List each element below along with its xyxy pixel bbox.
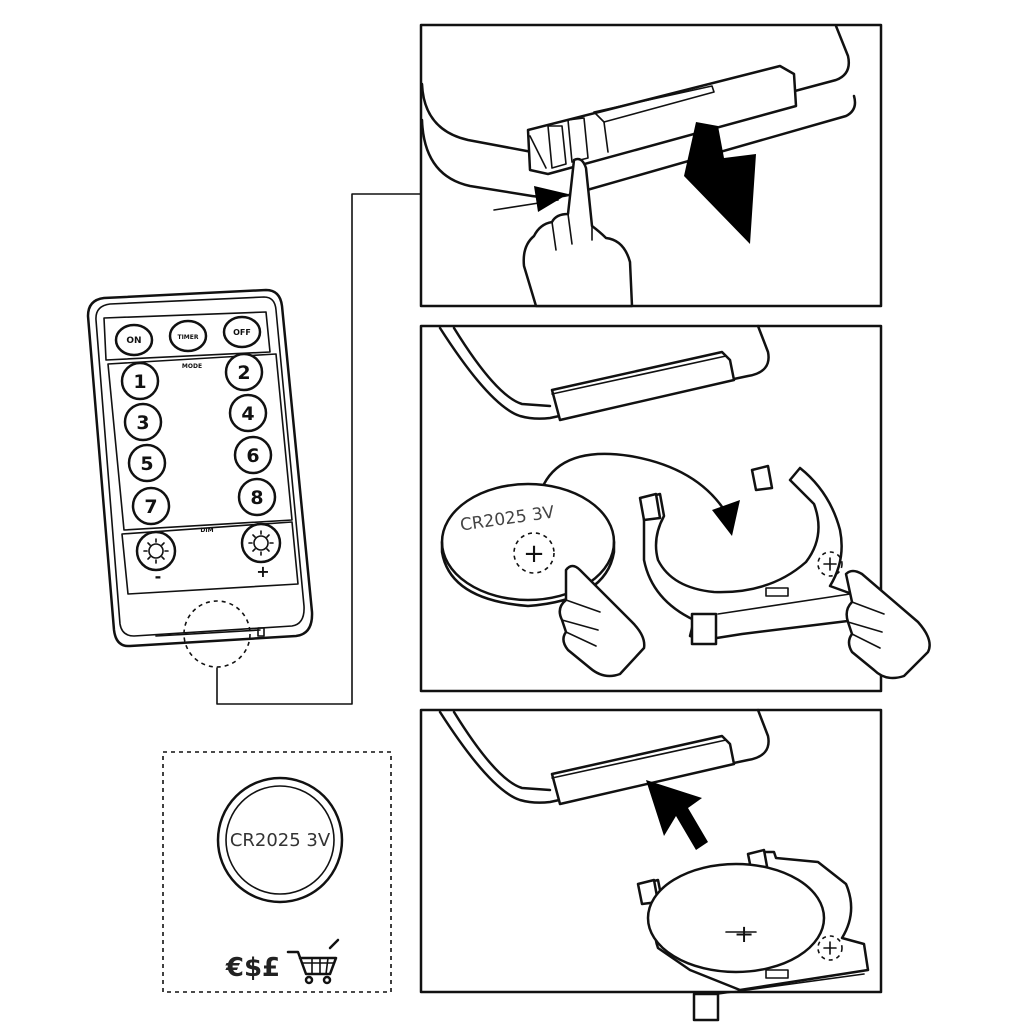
remote-button-6: 6 [233, 435, 273, 475]
battery-spec-box: CR2025 3V €$£ [162, 751, 392, 993]
remote-button-timer: TIMER [168, 319, 208, 353]
remote-button-3-label: 3 [136, 412, 149, 434]
remote-button-on: ON [114, 323, 154, 357]
remote-button-4: 4 [228, 393, 268, 433]
remote-button-off-label: OFF [233, 328, 251, 337]
step3-panel: + [419, 708, 883, 1022]
remote-button-5: 5 [127, 443, 167, 483]
remote-dim-label: DIM [200, 527, 213, 534]
step1-panel [419, 23, 883, 308]
currency-symbols: €$£ [225, 953, 280, 983]
battery-spec-label: CR2025 3V [230, 830, 331, 851]
hand-icon [558, 564, 646, 678]
remote-button-6-label: 6 [246, 445, 259, 467]
remote-button-5-label: 5 [140, 453, 153, 475]
remote-button-on-label: ON [126, 336, 141, 346]
remote-button-3: 3 [123, 402, 163, 442]
remote-button-2-label: 2 [237, 362, 250, 384]
brightness-down-icon [143, 538, 169, 564]
remote-button-timer-label: TIMER [177, 334, 198, 341]
direction-arrow-down [684, 122, 756, 244]
remote-control: ON TIMER OFF MODE 1 2 3 4 5 [86, 288, 314, 668]
hand-icon [844, 569, 931, 680]
remote-button-2: 2 [224, 352, 264, 392]
remote-button-1-label: 1 [133, 371, 146, 393]
remote-button-7-label: 7 [144, 496, 157, 518]
battery-holder-with-battery: + [636, 848, 870, 1022]
brightness-up-icon [248, 530, 274, 556]
remote-button-1: 1 [120, 361, 160, 401]
remote-dim-minus-label: - [155, 567, 162, 586]
remote-button-8-label: 8 [250, 487, 263, 509]
remote-dim-plus-label: + [256, 562, 269, 581]
step3-polarity-plus: + [734, 920, 754, 948]
direction-arrow-up [646, 780, 708, 850]
remote-button-8: 8 [237, 477, 277, 517]
remote-dim-minus-button: - [135, 530, 177, 586]
polarity-plus-small-icon [823, 941, 837, 955]
connector-line [216, 193, 422, 705]
battery-holder [638, 464, 858, 646]
polarity-plus-small-icon [823, 557, 837, 571]
battery-tray-highlight-circle [183, 600, 251, 668]
remote-dim-plus-button: + [240, 522, 282, 581]
remote-button-7: 7 [131, 486, 171, 526]
step2-polarity-plus: + [523, 539, 545, 569]
step2-panel: CR2025 3V + [419, 324, 931, 693]
shopping-cart-icon [286, 938, 340, 985]
remote-mode-label: MODE [182, 363, 202, 370]
remote-button-4-label: 4 [241, 403, 254, 425]
remote-button-off: OFF [222, 315, 262, 349]
